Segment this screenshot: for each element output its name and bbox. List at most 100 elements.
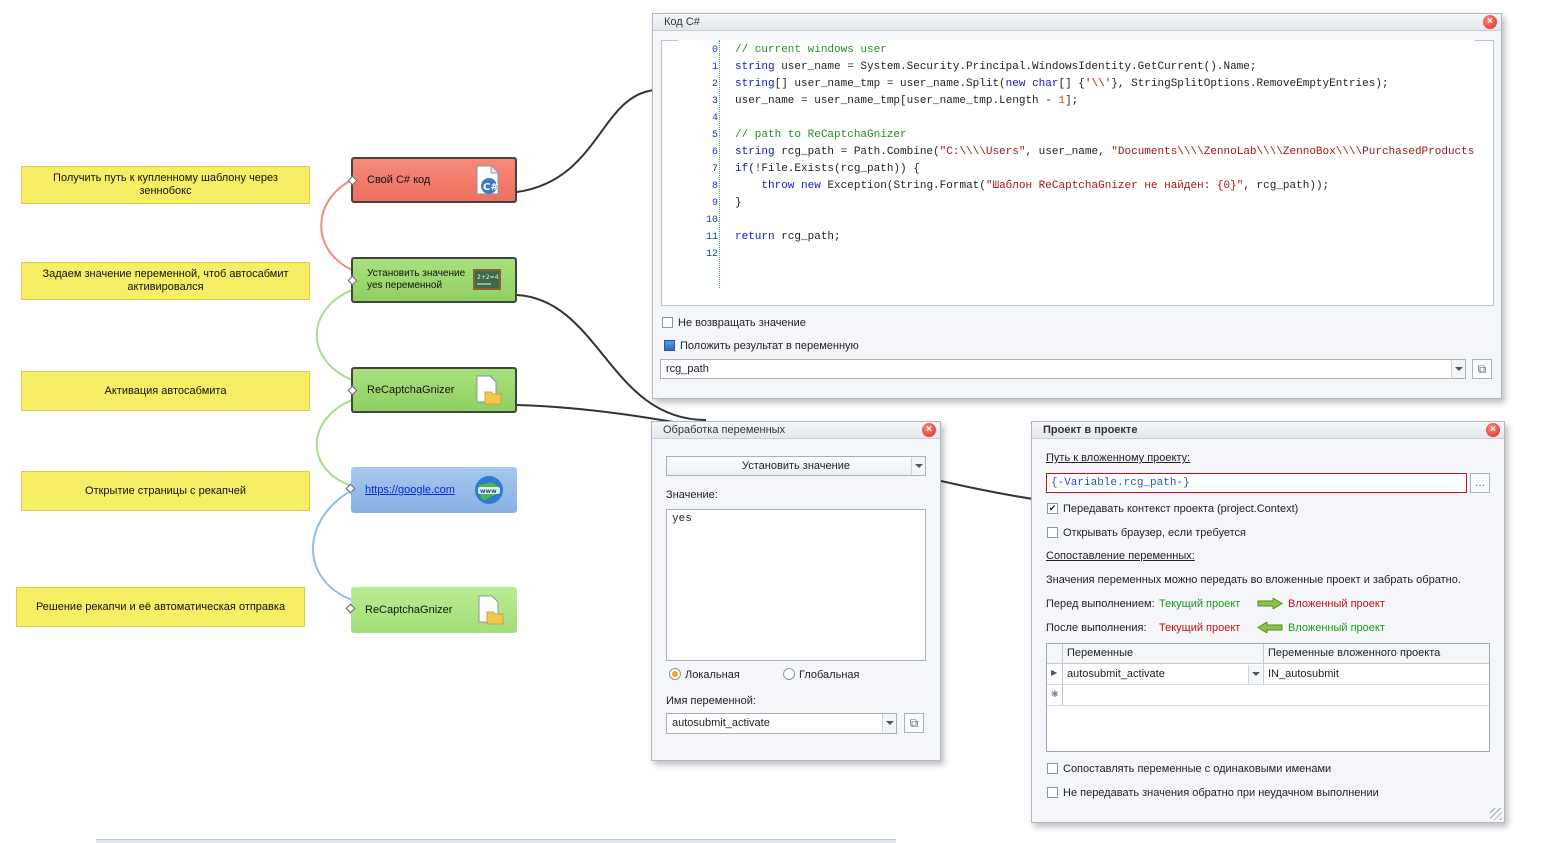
put-result-label: Положить результат в переменную xyxy=(680,340,859,352)
mapping-description: Значения переменных можно передать во вл… xyxy=(1046,574,1461,586)
result-variable-dropdown[interactable]: rcg_path xyxy=(660,359,1466,379)
line-number: 12 xyxy=(705,249,718,260)
node-navigate-google[interactable]: https://google.com www xyxy=(345,467,517,513)
open-browser-checkbox[interactable] xyxy=(1047,527,1058,538)
link-green-2 xyxy=(315,399,353,487)
arrow-right-icon xyxy=(1257,598,1283,609)
svg-text:www: www xyxy=(480,488,497,495)
browse-button[interactable]: ... xyxy=(1470,473,1490,493)
note-activate: Активация автосабмита xyxy=(21,371,310,411)
varname-label: Имя переменной: xyxy=(666,695,756,707)
new-row-icon: ✱ xyxy=(1047,685,1063,706)
mapping-title: Сопоставление переменных: xyxy=(1046,550,1195,562)
chevron-down-icon[interactable] xyxy=(882,714,896,733)
window-titlebar[interactable]: Проект в проекте × xyxy=(1032,422,1504,439)
close-icon[interactable]: × xyxy=(1486,423,1500,437)
window-title: Проект в проекте xyxy=(1043,424,1138,436)
node-label: https://google.com xyxy=(365,484,473,496)
node-label: Свой C# код xyxy=(367,174,431,186)
copy-icon[interactable]: ⧉ xyxy=(904,713,924,733)
local-label: Локальная xyxy=(685,669,740,681)
chevron-down-icon[interactable] xyxy=(1248,665,1262,684)
table-row-nested[interactable]: IN_autosubmit xyxy=(1264,664,1489,685)
before-nested: Вложенный проект xyxy=(1288,598,1385,610)
copy-icon[interactable]: ⧉ xyxy=(1472,359,1492,379)
google-link[interactable]: https://google.com xyxy=(365,484,455,496)
put-result-checkbox[interactable] xyxy=(664,340,675,351)
value-textarea[interactable]: yes xyxy=(666,509,926,661)
note-open-page: Открытие страницы с рекапчей xyxy=(21,471,310,511)
window-title: Обработка переменных xyxy=(663,424,786,436)
local-radio[interactable] xyxy=(669,668,681,680)
line-number: 3 xyxy=(711,96,718,107)
match-same-names-label: Сопоставлять переменные с одинаковыми им… xyxy=(1063,763,1332,775)
chevron-down-icon[interactable] xyxy=(911,457,925,475)
close-icon[interactable]: × xyxy=(922,423,936,437)
action-dropdown[interactable]: Установить значение xyxy=(666,456,926,476)
match-same-names-checkbox[interactable] xyxy=(1047,763,1058,774)
line-number: 1 xyxy=(711,62,718,73)
input-port[interactable] xyxy=(347,175,358,186)
svg-text:2+2=4: 2+2=4 xyxy=(477,274,499,281)
node-recaptchagnizer-1[interactable]: ReCaptchaGnizer xyxy=(347,367,517,413)
line-number: 11 xyxy=(705,232,718,243)
before-current: Текущий проект xyxy=(1159,598,1241,610)
line-number: 5 xyxy=(711,130,718,141)
pass-context-label: Передавать контекст проекта (project.Con… xyxy=(1063,503,1299,515)
gutter-divider xyxy=(719,40,720,288)
project-path-input[interactable]: {-Variable.rcg_path-} xyxy=(1046,473,1467,493)
line-number: 7 xyxy=(711,164,718,175)
note-get-path: Получить путь к купленному шаблону через… xyxy=(21,166,310,204)
no-pass-back-checkbox[interactable] xyxy=(1047,787,1058,798)
input-port[interactable] xyxy=(347,385,358,396)
line-number: 8 xyxy=(711,181,718,192)
column-header-nested[interactable]: Переменные вложенного проекта xyxy=(1264,644,1489,664)
path-label: Путь к вложенному проекту: xyxy=(1046,452,1191,464)
pass-context-checkbox[interactable]: ✔ xyxy=(1047,503,1058,514)
chalkboard-icon: 2+2=4 xyxy=(471,264,503,296)
line-number: 9 xyxy=(711,198,718,209)
input-port[interactable] xyxy=(345,483,356,494)
window-titlebar[interactable]: Код C# × xyxy=(653,14,1501,31)
line-number: 0 xyxy=(711,45,718,56)
input-port[interactable] xyxy=(347,275,358,286)
window-title: Код C# xyxy=(664,16,700,28)
svg-text:C#: C# xyxy=(483,182,499,193)
window-titlebar[interactable]: Обработка переменных × xyxy=(652,422,940,439)
note-set-var: Задаем значение переменной, чтоб автосаб… xyxy=(21,262,310,300)
no-return-checkbox[interactable] xyxy=(662,317,673,328)
chevron-down-icon[interactable] xyxy=(1451,360,1465,378)
variable-mapping-table: Переменные Переменные вложенного проекта… xyxy=(1046,643,1490,752)
node-csharp-code[interactable]: Свой C# код C# xyxy=(347,157,517,203)
node-recaptchagnizer-2[interactable]: ReCaptchaGnizer xyxy=(345,587,517,633)
after-label: После выполнения: xyxy=(1046,622,1147,634)
input-port[interactable] xyxy=(345,603,356,614)
close-icon[interactable]: × xyxy=(1483,15,1497,29)
open-browser-label: Открывать браузер, если требуется xyxy=(1063,527,1246,539)
table-row-variable[interactable]: autosubmit_activate xyxy=(1063,664,1264,685)
no-return-label: Не возвращать значение xyxy=(678,317,806,329)
arrow-left-icon xyxy=(1257,622,1283,633)
after-current: Текущий проект xyxy=(1159,622,1241,634)
after-nested: Вложенный проект xyxy=(1288,622,1385,634)
new-row[interactable] xyxy=(1063,685,1489,706)
before-label: Перед выполнением: xyxy=(1046,598,1155,610)
varname-dropdown[interactable]: autosubmit_activate xyxy=(666,713,897,734)
project-folder-icon xyxy=(473,594,505,626)
row-marker-icon: ▶ xyxy=(1047,664,1063,685)
bottom-scrollbar[interactable] xyxy=(96,839,896,843)
resize-grip-icon[interactable] xyxy=(1490,808,1502,820)
link-green-1 xyxy=(315,289,353,381)
column-header-variables[interactable]: Переменные xyxy=(1063,644,1264,664)
project-folder-icon xyxy=(471,374,503,406)
no-pass-back-label: Не передавать значения обратно при неуда… xyxy=(1063,787,1379,799)
global-radio[interactable] xyxy=(783,668,795,680)
line-number: 2 xyxy=(711,79,718,90)
code-lines: // current windows user string user_name… xyxy=(735,44,1475,243)
link-note-red xyxy=(320,179,353,271)
note-solve: Решение рекапчи и её автоматическая отпр… xyxy=(16,587,305,627)
